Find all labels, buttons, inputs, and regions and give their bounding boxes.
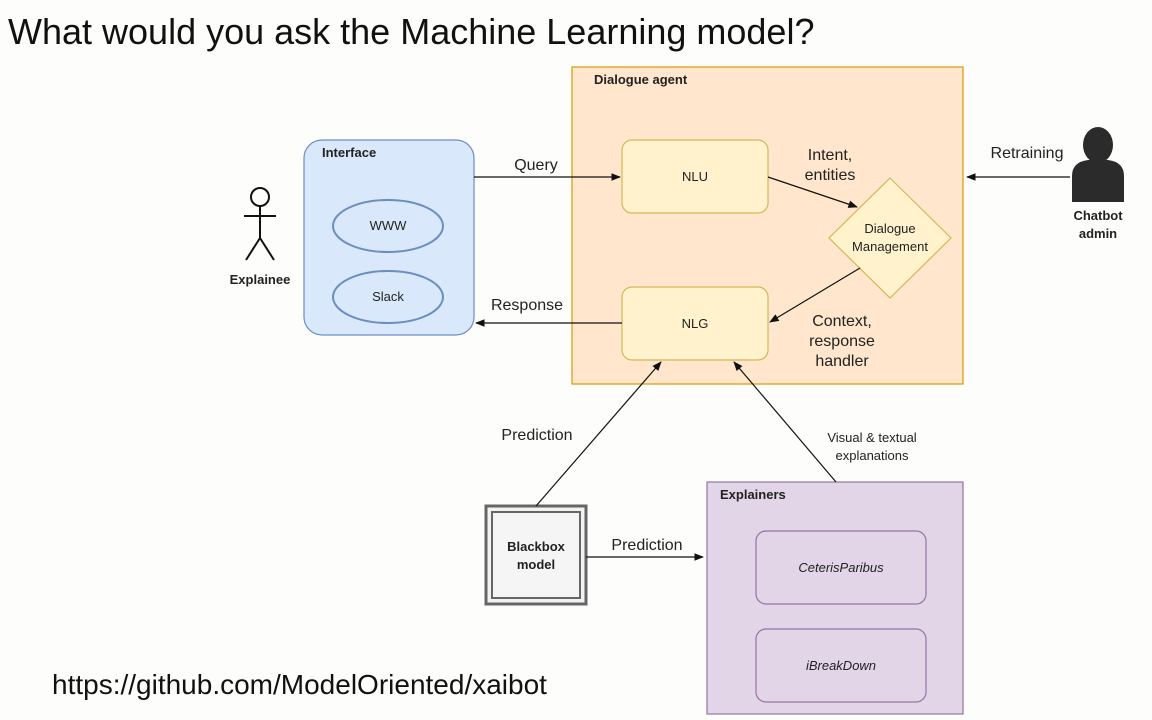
blackbox-label-line1: Blackbox bbox=[507, 539, 566, 554]
nlg-label: NLG bbox=[682, 316, 709, 331]
nlu-node bbox=[621, 139, 769, 214]
dialogue-management-line2: Management bbox=[852, 239, 928, 254]
context-edge bbox=[769, 267, 861, 323]
chatbot-admin-label-line1: Chatbot bbox=[1073, 208, 1123, 223]
intent-edge bbox=[767, 176, 858, 208]
slack-channel bbox=[332, 270, 444, 324]
dialogue-management-line1: Dialogue bbox=[864, 221, 915, 236]
slack-label: Slack bbox=[372, 289, 404, 304]
ibreakdown-label: iBreakDown bbox=[806, 658, 876, 673]
query-label: Query bbox=[514, 157, 558, 174]
prediction-right-label: Prediction bbox=[611, 537, 682, 554]
explanations-label-line1: Visual & textual bbox=[827, 430, 916, 445]
nlu-label: NLU bbox=[682, 169, 708, 184]
ceterisparibus-label: CeterisParibus bbox=[798, 560, 884, 575]
ceterisparibus-node bbox=[755, 530, 927, 605]
context-label-line3: handler bbox=[815, 353, 869, 370]
repo-url[interactable]: https://github.com/ModelOriented/xaibot bbox=[52, 669, 547, 700]
www-channel bbox=[332, 199, 444, 253]
prediction-up-edge bbox=[535, 361, 662, 507]
page-title: What would you ask the Machine Learning … bbox=[8, 11, 814, 52]
explainee-actor-icon bbox=[244, 187, 276, 261]
dialogue-agent-title: Dialogue agent bbox=[594, 72, 688, 87]
explanations-label-line2: explanations bbox=[836, 448, 909, 463]
explainers-title: Explainers bbox=[720, 487, 786, 502]
ibreakdown-node bbox=[755, 628, 927, 703]
prediction-up-label: Prediction bbox=[501, 427, 572, 444]
context-label-line1: Context, bbox=[812, 313, 872, 330]
www-label: WWW bbox=[370, 218, 408, 233]
blackbox-model-node bbox=[491, 511, 581, 599]
chatbot-admin-icon bbox=[1072, 127, 1124, 202]
explainee-label: Explainee bbox=[230, 272, 291, 287]
intent-label-line2: entities bbox=[805, 167, 856, 184]
blackbox-label-line2: model bbox=[517, 557, 555, 572]
context-label-line2: response bbox=[809, 333, 875, 350]
response-label: Response bbox=[491, 297, 563, 314]
explanations-edge bbox=[733, 361, 837, 483]
retraining-label: Retraining bbox=[991, 145, 1064, 162]
interface-title: Interface bbox=[322, 145, 376, 160]
chatbot-admin-label-line2: admin bbox=[1079, 226, 1117, 241]
intent-label-line1: Intent, bbox=[808, 147, 852, 164]
